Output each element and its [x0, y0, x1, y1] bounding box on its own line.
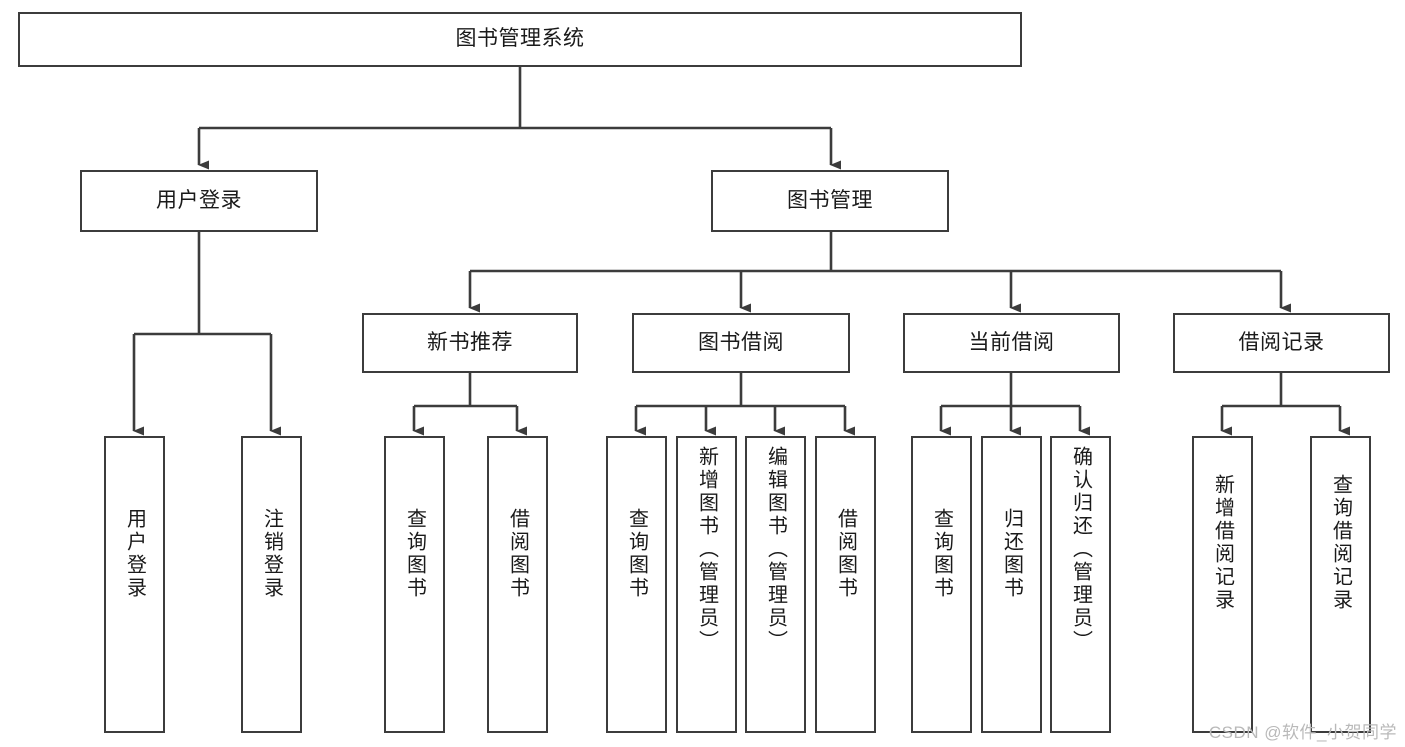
leaf-book-borrow-4[interactable]: 借阅图书: [815, 436, 876, 733]
leaf-current-borrow-2-label: 归还图书: [1000, 508, 1023, 600]
node-root-label: 图书管理系统: [455, 27, 585, 51]
leaf-current-borrow-2[interactable]: 归还图书: [981, 436, 1042, 733]
leaf-borrow-record-2-label: 查询借阅记录: [1329, 474, 1352, 612]
node-user-login[interactable]: 用户登录: [80, 170, 318, 232]
node-current-borrow-label: 当前借阅: [968, 330, 1055, 354]
leaf-current-borrow-3[interactable]: 确认归还（管理员）: [1050, 436, 1111, 733]
node-borrow-record-label: 借阅记录: [1238, 330, 1325, 354]
leaf-user-login-1-label: 用户登录: [123, 508, 146, 600]
leaf-new-book-1[interactable]: 查询图书: [384, 436, 445, 733]
leaf-book-borrow-1-label: 查询图书: [625, 508, 648, 600]
node-book-borrow-label: 图书借阅: [698, 330, 784, 354]
leaf-current-borrow-3-label: 确认归还（管理员）: [1069, 446, 1092, 653]
leaf-book-borrow-1[interactable]: 查询图书: [606, 436, 667, 733]
node-new-book-recommend-label: 新书推荐: [427, 330, 513, 354]
leaf-current-borrow-1[interactable]: 查询图书: [911, 436, 972, 733]
leaf-user-login-2[interactable]: 注销登录: [241, 436, 302, 733]
node-new-book-recommend[interactable]: 新书推荐: [362, 313, 578, 373]
node-book-manage-label: 图书管理: [787, 188, 873, 212]
leaf-book-borrow-4-label: 借阅图书: [834, 508, 857, 600]
leaf-user-login-2-label: 注销登录: [260, 508, 283, 600]
leaf-new-book-2[interactable]: 借阅图书: [487, 436, 548, 733]
node-root[interactable]: 图书管理系统: [18, 12, 1022, 67]
node-user-login-label: 用户登录: [156, 188, 242, 212]
leaf-borrow-record-1[interactable]: 新增借阅记录: [1192, 436, 1253, 733]
leaf-new-book-1-label: 查询图书: [403, 508, 426, 600]
node-current-borrow[interactable]: 当前借阅: [903, 313, 1120, 373]
leaf-borrow-record-2[interactable]: 查询借阅记录: [1310, 436, 1371, 733]
leaf-new-book-2-label: 借阅图书: [506, 508, 529, 600]
node-book-manage[interactable]: 图书管理: [711, 170, 949, 232]
leaf-book-borrow-3-label: 编辑图书（管理员）: [764, 446, 787, 653]
node-book-borrow[interactable]: 图书借阅: [632, 313, 850, 373]
leaf-user-login-1[interactable]: 用户登录: [104, 436, 165, 733]
leaf-book-borrow-3[interactable]: 编辑图书（管理员）: [745, 436, 806, 733]
node-borrow-record[interactable]: 借阅记录: [1173, 313, 1390, 373]
leaf-borrow-record-1-label: 新增借阅记录: [1211, 474, 1234, 612]
leaf-book-borrow-2-label: 新增图书（管理员）: [695, 446, 718, 653]
leaf-current-borrow-1-label: 查询图书: [930, 508, 953, 600]
leaf-book-borrow-2[interactable]: 新增图书（管理员）: [676, 436, 737, 733]
